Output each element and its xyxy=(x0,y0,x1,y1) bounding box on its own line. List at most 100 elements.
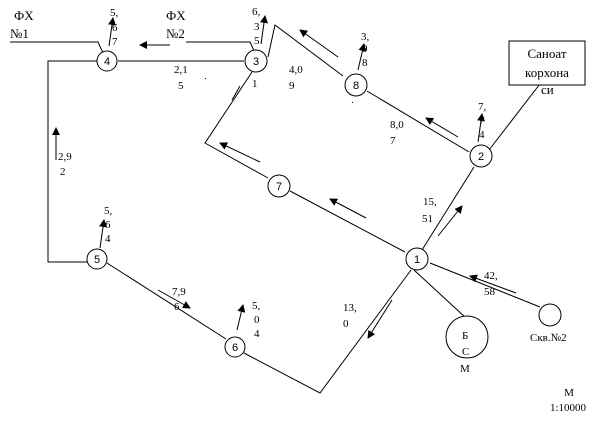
flow-1-well-line1: 42, xyxy=(484,270,498,282)
flow-3-8-line1: 4,0 xyxy=(289,64,303,76)
node-8-circle xyxy=(344,73,368,97)
well-circle xyxy=(538,303,562,327)
flow-8-2-line1: 8,0 xyxy=(390,119,404,131)
scale-label: М xyxy=(564,387,574,399)
factory-label-line3: си xyxy=(541,82,554,97)
fh1-label-line2: №1 xyxy=(10,26,29,41)
pressure-2-line2: 7 xyxy=(479,115,485,127)
pipe-1-bsm xyxy=(413,269,467,319)
scale-ratio: 1:10000 xyxy=(550,402,587,414)
node-6-label: 6 xyxy=(232,342,238,354)
flow-arrow-7-3 xyxy=(219,142,261,163)
pressure-8-line3: 8 xyxy=(362,57,368,69)
pipe-1-well xyxy=(429,262,541,308)
node-5-label: 5 xyxy=(94,254,100,266)
flow-5-6-line1: 7,9 xyxy=(172,286,186,298)
pressure-4-line1: 5, xyxy=(110,7,119,19)
bsm-label-s: С xyxy=(462,346,469,358)
pressure-3-line3: 5 xyxy=(254,35,260,47)
fh2-label-line1: ФХ xyxy=(166,8,186,23)
flow-arrow-5-6 xyxy=(157,289,191,309)
flow-arrow-1-6 xyxy=(367,299,393,339)
pipe-6-1 xyxy=(243,269,412,394)
well-label: Скв.№2 xyxy=(530,332,567,344)
pressure-8-line1: 3, xyxy=(361,31,370,43)
pipe-fh2-3 xyxy=(186,41,256,54)
flow-arrow-well-1 xyxy=(469,274,517,294)
pressure-8-line2: 9 xyxy=(362,43,368,55)
flow-arrow-8-3 xyxy=(299,29,339,58)
node-1-label: 1 xyxy=(414,254,420,266)
factory-label-line1: Саноат xyxy=(527,46,566,61)
pressure-4-line3: 7 xyxy=(112,36,118,48)
node-4-circle xyxy=(96,50,118,72)
node-5-circle xyxy=(86,248,108,270)
bsm-circle xyxy=(445,315,489,359)
pipe-7-1 xyxy=(289,190,406,253)
flow-4-3-line2: 5 xyxy=(178,80,184,92)
bsm-label-m: М xyxy=(460,363,470,375)
pipe-8-2 xyxy=(366,90,470,153)
pipe-5-6 xyxy=(106,262,227,340)
flow-arrow-1-7 xyxy=(329,198,367,219)
dot-a xyxy=(205,78,206,79)
pressure-arrow-6 xyxy=(236,304,246,331)
flow-2-1-line1: 15, xyxy=(423,196,437,208)
pressure-2-line1: 7, xyxy=(478,101,487,113)
fh1-label-line1: ФХ xyxy=(14,8,34,23)
pressure-5-line1: 5, xyxy=(104,205,113,217)
flow-arrow-1-2 xyxy=(437,205,463,237)
pipe-3-8 xyxy=(267,24,344,77)
node-4-label: 4 xyxy=(104,56,110,68)
flow-1-well-line2: 58 xyxy=(484,286,496,298)
pipe-4-5 xyxy=(47,60,97,263)
pressure-arrow-8 xyxy=(357,43,367,71)
bsm-label-b: Б xyxy=(462,330,468,342)
node-2-circle xyxy=(469,144,493,168)
flow-4-3-line1: 2,1 xyxy=(174,64,188,76)
node-7-circle xyxy=(267,174,291,198)
node-circles xyxy=(86,49,493,358)
flow-2-1-line2: 51 xyxy=(422,213,433,225)
segment-marker-3-7 xyxy=(231,85,241,101)
fh2-label-line2: №2 xyxy=(166,26,185,41)
flow-5-6-line2: 6 xyxy=(174,301,180,313)
pressure-arrow-5 xyxy=(99,219,107,249)
flow-8-2-line2: 7 xyxy=(390,135,396,147)
factory-box xyxy=(508,40,586,86)
node-8-label: 8 xyxy=(353,80,359,92)
flow-3-8-line2: 9 xyxy=(289,80,295,92)
pipe-lines xyxy=(10,24,544,394)
node-3-circle xyxy=(244,49,268,73)
pressure-arrow-2 xyxy=(477,113,485,143)
pipe-2-factory xyxy=(488,79,544,151)
node-7-label: 7 xyxy=(276,181,282,193)
flow-arrows xyxy=(52,15,517,339)
node-6-circle xyxy=(224,336,246,358)
pressure-3-line2: 3 xyxy=(254,21,260,33)
pressure-6-line1: 5, xyxy=(252,300,261,312)
dot-b xyxy=(352,102,353,103)
flow-1-6-line2: 0 xyxy=(343,318,349,330)
flow-arrow-2-8 xyxy=(425,117,459,138)
flow-3-7-value: 1 xyxy=(252,78,258,90)
node-2-label: 2 xyxy=(478,151,484,163)
pressure-2-line3: 4 xyxy=(479,129,485,141)
pressure-4-line2: 6 xyxy=(112,22,118,34)
tiny-dots xyxy=(205,78,353,103)
pressure-6-line2: 0 xyxy=(254,314,260,326)
pressure-5-line2: 6 xyxy=(105,219,111,231)
pressure-6-line3: 4 xyxy=(254,328,260,340)
pressure-5-line3: 4 xyxy=(105,233,111,245)
pipe-2-1 xyxy=(421,166,475,251)
flow-4-5-line2: 2 xyxy=(60,166,66,178)
factory-label-line2: корхона xyxy=(525,65,569,80)
flow-4-5-line1: 2,9 xyxy=(58,151,72,163)
pipe-fh1-4 xyxy=(10,41,104,54)
pressure-3-line1: 6, xyxy=(252,6,261,18)
flow-1-6-line1: 13, xyxy=(343,302,357,314)
node-3-label: 3 xyxy=(253,56,259,68)
pressure-arrow-4 xyxy=(108,17,116,47)
